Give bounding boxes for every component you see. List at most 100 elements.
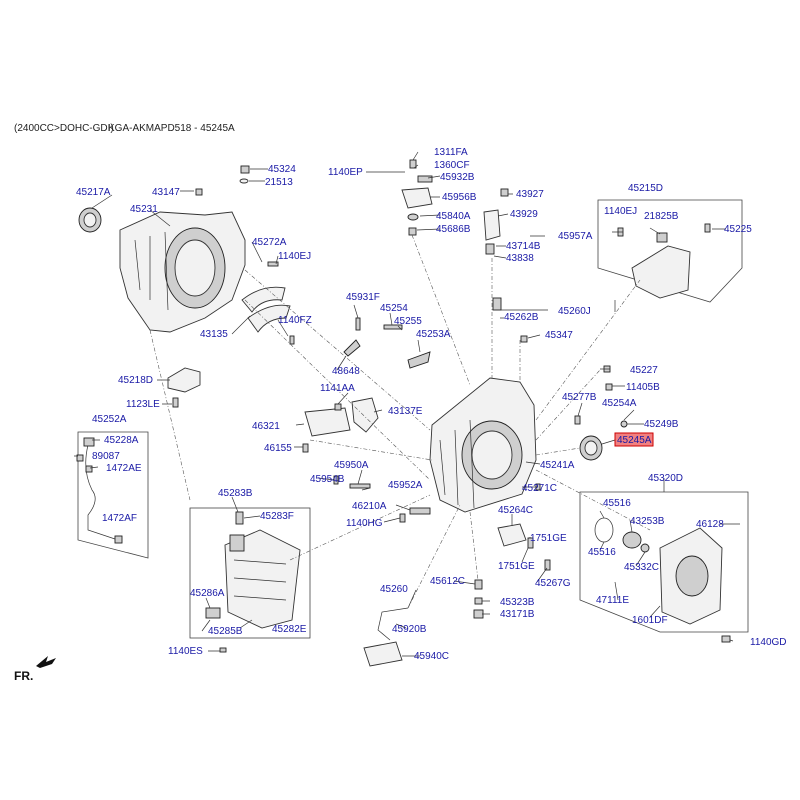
part-label[interactable]: 45254 (380, 303, 408, 314)
oil-seal-45217A (78, 207, 102, 233)
part-label[interactable]: 45227 (630, 365, 658, 376)
o-ring-45840A (407, 213, 419, 221)
part-label[interactable]: 43147 (152, 187, 180, 198)
part-label[interactable]: 45260J (558, 306, 591, 317)
part-label[interactable]: 45686B (436, 224, 471, 235)
part-label[interactable]: 45277B (562, 392, 597, 403)
part-label[interactable]: 1311FA (434, 147, 468, 158)
part-label[interactable]: 45952A (388, 480, 423, 491)
part-label[interactable]: 45241A (540, 460, 575, 471)
part-label[interactable]: 45286A (190, 588, 225, 599)
part-label[interactable]: 1472AF (102, 513, 137, 524)
part-label[interactable]: 43929 (510, 209, 538, 220)
pin-45931F (355, 317, 361, 331)
plug-45323B (474, 597, 483, 605)
part-label[interactable]: 45332C (624, 562, 659, 573)
part-label[interactable]: 45931F (346, 292, 380, 303)
part-label[interactable]: 45218D (118, 375, 153, 386)
part-label[interactable]: 43135 (200, 329, 228, 340)
part-label[interactable]: 45954B (310, 474, 345, 485)
part-label[interactable]: 45264C (498, 505, 533, 516)
clip-89087 (76, 454, 84, 462)
part-label[interactable]: 45228A (104, 435, 139, 446)
hose-group-box (77, 431, 149, 559)
part-label[interactable]: 45217A (76, 187, 111, 198)
part-label[interactable]: 1141AA (320, 383, 355, 394)
part-label[interactable]: 45267G (535, 578, 571, 589)
part-label[interactable]: 1140HG (346, 518, 383, 529)
part-label[interactable]: 45840A (436, 211, 471, 222)
part-label[interactable]: 1360CF (434, 160, 470, 171)
part-label[interactable]: 1140EJ (278, 251, 311, 262)
part-label[interactable]: 43714B (506, 241, 541, 252)
part-label[interactable]: 45262B (504, 312, 539, 323)
part-label[interactable]: 45253A (416, 329, 451, 340)
part-label[interactable]: 45932B (440, 172, 475, 183)
part-label[interactable]: 45956B (442, 192, 477, 203)
part-label[interactable]: 1140FZ (278, 315, 312, 326)
part-label[interactable]: 46155 (264, 443, 292, 454)
part-label[interactable]: 89087 (92, 451, 120, 462)
part-label[interactable]: 45249B (644, 419, 679, 430)
part-label[interactable]: 1601DF (632, 615, 668, 626)
part-label[interactable]: 45940C (414, 651, 449, 662)
part-label[interactable]: 1140EP (328, 167, 363, 178)
part-label[interactable]: 45255 (394, 316, 422, 327)
part-label[interactable]: 43927 (516, 189, 544, 200)
part-label[interactable]: 21825B (644, 211, 679, 222)
part-label[interactable]: 45323B (500, 597, 535, 608)
sensor-45957A (483, 209, 501, 255)
part-label[interactable]: 45612C (430, 576, 465, 587)
part-label[interactable]: 1472AE (106, 463, 142, 474)
part-label[interactable]: 1140EJ (604, 206, 637, 217)
part-label[interactable]: 45516 (603, 498, 631, 509)
part-label[interactable]: 46128 (696, 519, 724, 530)
highlight-45245A (614, 432, 654, 447)
part-label[interactable]: 45272A (252, 237, 287, 248)
part-label[interactable]: 48648 (332, 366, 360, 377)
part-label[interactable]: 45215D (628, 183, 663, 194)
part-label[interactable]: 43171B (500, 609, 535, 620)
diagram-reference: KGA-AKMAPD518 - 45245A (108, 123, 235, 134)
part-label[interactable]: 46321 (252, 421, 280, 432)
part-label[interactable]: 45254A (602, 398, 637, 409)
part-label[interactable]: 45950A (334, 460, 369, 471)
highlighted-part-label[interactable]: 45245A (617, 435, 652, 446)
oil-guide-43135 (241, 286, 291, 333)
part-label[interactable]: 43253B (630, 516, 665, 527)
part-label[interactable]: 47111E (596, 595, 629, 606)
bolt-1140ES (219, 647, 227, 653)
part-label[interactable]: 11405B (626, 382, 660, 393)
part-label[interactable]: 43137E (388, 406, 423, 417)
part-label[interactable]: 1123LE (126, 399, 160, 410)
part-label[interactable]: 45225 (724, 224, 752, 235)
part-label[interactable]: 1751GE (498, 561, 535, 572)
part-label[interactable]: 1140ES (168, 646, 203, 657)
part-label[interactable]: 1140GD (750, 637, 787, 648)
part-label[interactable]: 45285B (208, 626, 243, 637)
part-label[interactable]: 45957A (558, 231, 593, 242)
part-label[interactable]: 21513 (265, 177, 293, 188)
part-label[interactable]: 45282E (272, 624, 307, 635)
bolt-45277B (574, 415, 581, 425)
part-label[interactable]: 45283B (218, 488, 253, 499)
bolt-43171B (473, 609, 484, 619)
part-label[interactable]: 45260 (380, 584, 408, 595)
part-label[interactable]: 45231 (130, 204, 158, 215)
bolt-45267G (544, 559, 551, 571)
part-label[interactable]: 45324 (268, 164, 296, 175)
part-label[interactable]: 45320D (648, 473, 683, 484)
clip-1472AE (85, 465, 93, 473)
part-label[interactable]: 45347 (545, 330, 573, 341)
part-label[interactable]: 1751GE (530, 533, 567, 544)
plug-43927 (500, 188, 509, 197)
part-label[interactable]: 45283F (260, 511, 294, 522)
part-label[interactable]: 45252A (92, 414, 127, 425)
part-label[interactable]: 45920B (392, 624, 427, 635)
part-label[interactable]: 43838 (506, 253, 534, 264)
part-label[interactable]: 45271C (522, 483, 557, 494)
part-label[interactable]: 45516 (588, 547, 616, 558)
bolt-1140GD (721, 635, 731, 643)
ball-45249B (620, 420, 628, 428)
part-label[interactable]: 46210A (352, 501, 387, 512)
